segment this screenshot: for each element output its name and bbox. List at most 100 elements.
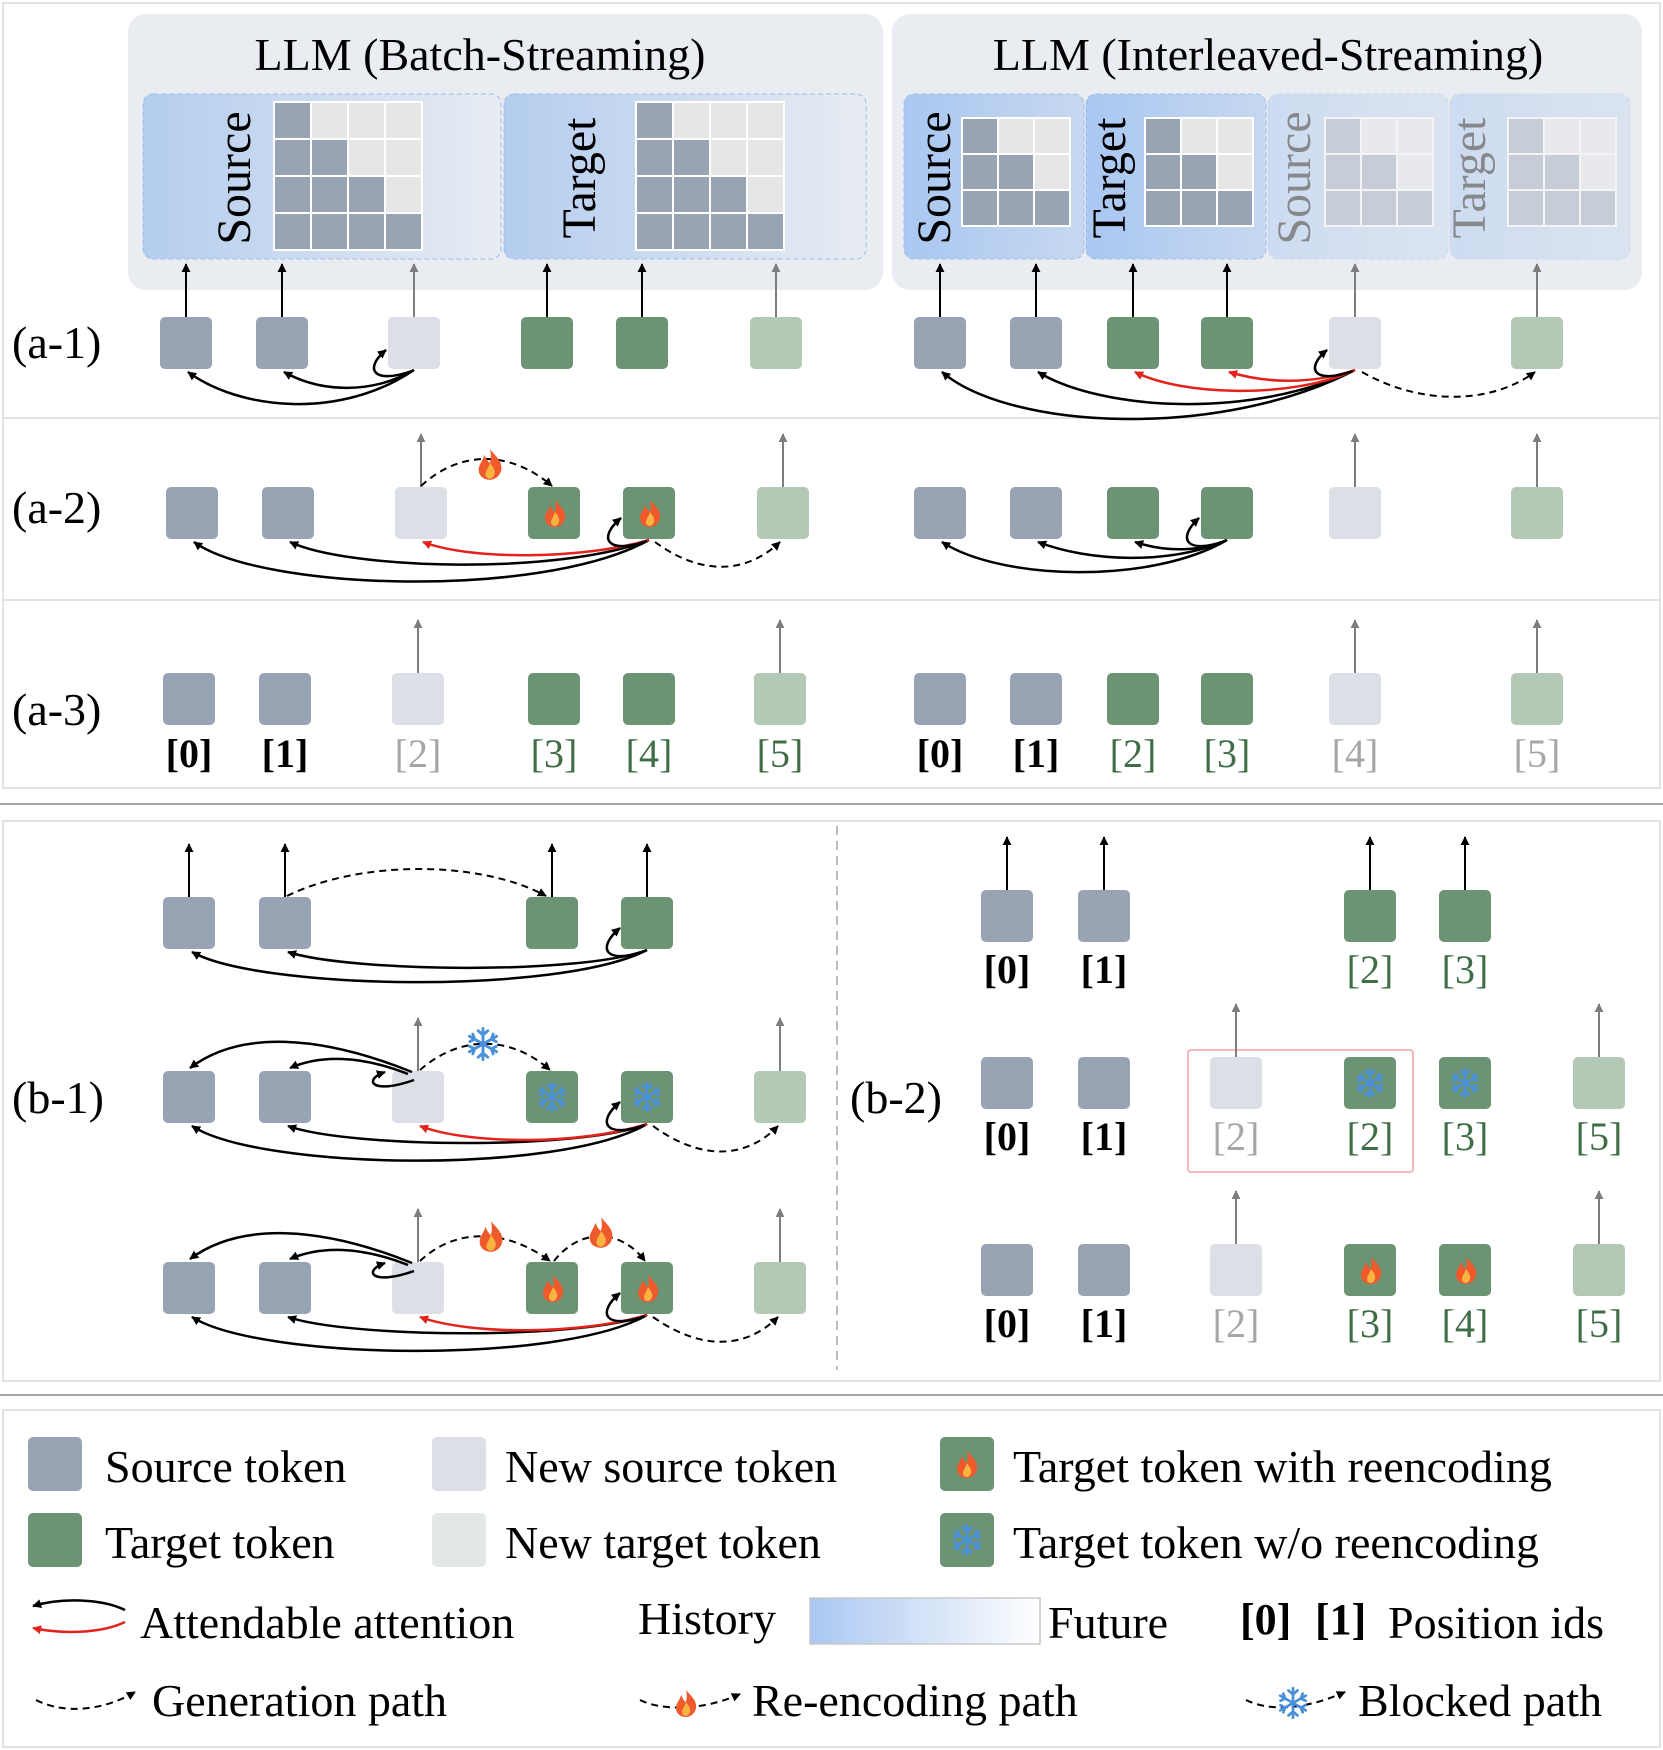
mask-cell-masked bbox=[1033, 117, 1071, 155]
row-b1-middle bbox=[163, 1017, 806, 1162]
mask-cell-masked bbox=[1579, 153, 1617, 191]
block-target-interleaved-1: Target bbox=[1083, 93, 1267, 260]
frame-b bbox=[2, 820, 1661, 1382]
source-token bbox=[160, 317, 212, 369]
source-token bbox=[259, 1262, 311, 1314]
mask-cell-masked bbox=[746, 101, 785, 140]
attention-arrow bbox=[191, 1313, 648, 1353]
mask-cell-attend bbox=[997, 189, 1035, 227]
mask-cell-masked bbox=[1216, 117, 1254, 155]
attention-arrow bbox=[941, 368, 1356, 421]
attention-mask-grid bbox=[1507, 117, 1617, 227]
attention-arrow bbox=[189, 1040, 413, 1074]
target-token bbox=[528, 673, 580, 725]
source-token bbox=[259, 673, 311, 725]
target-token bbox=[1439, 890, 1491, 942]
new-source-token bbox=[1210, 1057, 1262, 1109]
row-b1-top bbox=[163, 843, 673, 984]
row-label-b1: (b-1) bbox=[12, 1072, 104, 1123]
legend-swatch-new-source bbox=[432, 1437, 486, 1491]
source-token bbox=[262, 487, 314, 539]
mask-cell-attend bbox=[961, 153, 999, 191]
snowflake-icon bbox=[1278, 1686, 1308, 1720]
source-token bbox=[914, 673, 966, 725]
position-id: [3] bbox=[531, 731, 578, 776]
mask-cell-masked bbox=[746, 175, 785, 214]
target-token bbox=[621, 897, 673, 949]
target-token bbox=[1201, 487, 1253, 539]
mask-cell-attend bbox=[635, 101, 674, 140]
mask-cell-masked bbox=[1396, 117, 1434, 155]
position-id: [2] bbox=[1110, 731, 1157, 776]
target-token bbox=[1344, 890, 1396, 942]
llm-title-batch: LLM (Batch-Streaming) bbox=[255, 29, 706, 80]
source-token bbox=[256, 317, 308, 369]
attention-arrow bbox=[191, 1122, 648, 1162]
position-id: [5] bbox=[757, 731, 804, 776]
attention-arrow bbox=[287, 948, 648, 970]
block-target-interleaved-2: Target bbox=[1443, 93, 1631, 260]
position-id: [0] bbox=[917, 731, 964, 776]
row-b1-bottom bbox=[163, 1208, 806, 1353]
mask-cell-masked bbox=[310, 101, 349, 140]
target-token bbox=[616, 317, 668, 369]
mask-cell-attend bbox=[310, 138, 349, 177]
legend-label-target-no-reencoding: Target token w/o reencoding bbox=[1013, 1517, 1539, 1568]
source-token bbox=[163, 673, 215, 725]
source-token bbox=[259, 1071, 311, 1123]
new-target-token bbox=[1511, 317, 1563, 369]
target-token bbox=[1201, 673, 1253, 725]
position-id: [3] bbox=[1442, 947, 1489, 992]
attention-arrow bbox=[193, 538, 650, 583]
attention-arrow bbox=[287, 1313, 648, 1335]
block-bg bbox=[1267, 93, 1449, 260]
target-token bbox=[1201, 317, 1253, 369]
reencode-attention-arrow bbox=[1134, 368, 1356, 393]
new-target-token bbox=[754, 1262, 806, 1314]
legend-generation-path bbox=[35, 1691, 136, 1710]
source-token bbox=[981, 890, 1033, 942]
attention-arrow bbox=[283, 368, 415, 390]
legend-swatch-target bbox=[28, 1513, 82, 1567]
mask-cell-attend bbox=[746, 212, 785, 251]
row-a1 bbox=[160, 263, 1563, 421]
mask-cell-masked bbox=[672, 101, 711, 140]
position-id: [3] bbox=[1347, 1301, 1394, 1346]
row-b2-bottom: [0] [1] [2] [3] [4] [5] bbox=[981, 1190, 1625, 1346]
position-id: [2] bbox=[1347, 947, 1394, 992]
mask-cell-attend bbox=[310, 175, 349, 214]
llm-panels: LLM (Batch-Streaming) LLM (Interleaved-S… bbox=[128, 14, 1642, 290]
attention-arrow bbox=[607, 517, 648, 548]
new-target-token bbox=[1573, 1244, 1625, 1296]
source-token bbox=[1010, 673, 1062, 725]
position-id: [3] bbox=[1204, 731, 1251, 776]
block-label-source: Source bbox=[908, 111, 961, 244]
attention-arrow bbox=[187, 368, 415, 406]
target-token bbox=[521, 317, 573, 369]
source-token bbox=[1010, 487, 1062, 539]
mask-cell-masked bbox=[1216, 153, 1254, 191]
target-token bbox=[1107, 317, 1159, 369]
mask-cell-attend bbox=[672, 175, 711, 214]
mask-cell-attend bbox=[1507, 189, 1545, 227]
legend-label-history: History bbox=[638, 1593, 776, 1644]
position-id: [4] bbox=[1332, 731, 1379, 776]
mask-cell-attend bbox=[1144, 117, 1182, 155]
mask-cell-attend bbox=[1543, 153, 1581, 191]
mask-cell-attend bbox=[961, 117, 999, 155]
legend-label-blocked-path: Blocked path bbox=[1358, 1675, 1602, 1726]
target-token bbox=[623, 673, 675, 725]
new-source-token bbox=[1329, 317, 1381, 369]
mask-cell-attend bbox=[961, 189, 999, 227]
position-id: [1] bbox=[262, 731, 309, 776]
position-id: [1] bbox=[1081, 1301, 1128, 1346]
position-id: [0] bbox=[984, 1301, 1031, 1346]
mask-cell-attend bbox=[1324, 189, 1362, 227]
generation-path bbox=[286, 868, 547, 897]
mask-cell-attend bbox=[635, 138, 674, 177]
mask-cell-attend bbox=[1396, 189, 1434, 227]
source-token bbox=[914, 487, 966, 539]
block-label-source: Source bbox=[1268, 111, 1321, 244]
new-target-token bbox=[754, 673, 806, 725]
